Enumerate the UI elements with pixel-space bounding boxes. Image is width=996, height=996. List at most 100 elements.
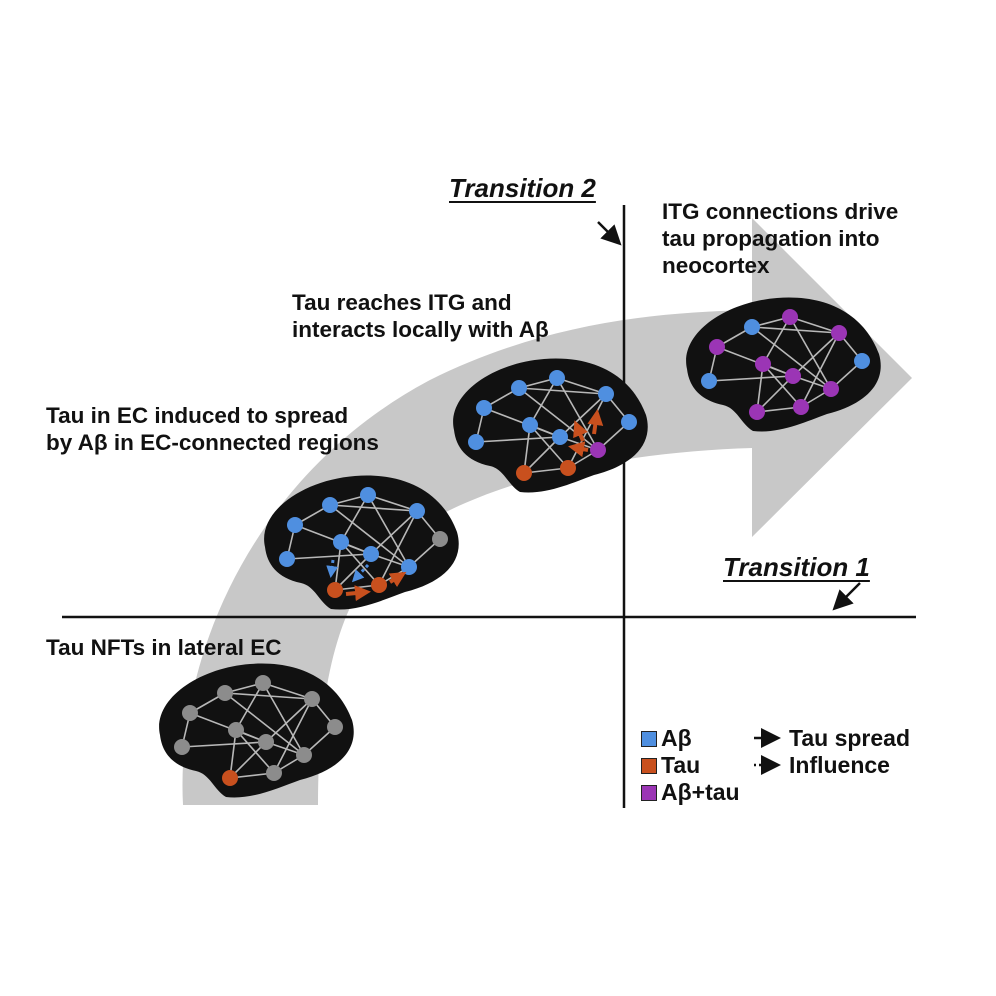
region-node-gray xyxy=(304,691,320,707)
connection-edge xyxy=(789,316,840,334)
legend-ab: Aβ xyxy=(661,725,692,751)
region-node-ab xyxy=(621,414,637,430)
region-node-gray xyxy=(432,531,448,547)
connection-edge xyxy=(378,510,418,586)
legend-influence: Influence xyxy=(789,752,890,778)
connection-edge xyxy=(708,375,794,382)
connection-edge xyxy=(286,553,372,560)
region-node-abtau xyxy=(590,442,606,458)
region-node-abtau xyxy=(782,309,798,325)
region-node-ab xyxy=(401,559,417,575)
region-node-ab xyxy=(279,551,295,567)
tau-spread-arrow xyxy=(573,420,588,442)
transition-1-label: Transition 1 xyxy=(723,552,870,582)
connection-edge xyxy=(329,504,418,512)
region-node-ab xyxy=(333,534,349,550)
connection-edge xyxy=(518,387,599,451)
brain-itg xyxy=(453,358,648,493)
region-node-gray xyxy=(182,705,198,721)
region-node-ab xyxy=(854,353,870,369)
connection-edge xyxy=(224,692,313,700)
connection-edge xyxy=(262,682,305,756)
region-node-gray xyxy=(174,739,190,755)
connection-edge xyxy=(475,436,561,443)
connection-edge xyxy=(751,326,832,390)
connection-edge xyxy=(559,393,607,438)
region-node-ab xyxy=(744,319,760,335)
region-node-gray xyxy=(266,765,282,781)
stage-4-line: tau propagation into xyxy=(662,226,880,251)
region-node-gray xyxy=(217,685,233,701)
region-node-ab xyxy=(552,429,568,445)
connection-edge xyxy=(529,377,558,426)
stage-4-label: ITG connections drive tau propagation in… xyxy=(662,198,898,279)
connection-edge xyxy=(789,316,832,390)
connection-edge xyxy=(265,698,313,743)
connection-edge xyxy=(762,316,791,365)
tau-spread-arrows xyxy=(345,409,604,602)
connection-edge xyxy=(229,741,267,779)
connection-edge xyxy=(751,326,840,334)
connection-edge xyxy=(518,387,607,395)
connection-edge xyxy=(367,494,410,568)
region-node-abtau xyxy=(785,368,801,384)
tau-swatch xyxy=(641,758,657,774)
connection-edge xyxy=(229,729,237,779)
legend-tau-spread: Tau spread xyxy=(789,725,910,751)
connection-edge xyxy=(556,377,607,395)
abtau-swatch xyxy=(641,785,657,801)
connection-edge xyxy=(340,541,380,586)
region-node-ab xyxy=(701,373,717,389)
region-node-gray xyxy=(296,747,312,763)
brain-neocortex xyxy=(686,297,881,432)
region-node-ab xyxy=(360,487,376,503)
stage-2-line: Tau in EC induced to spread xyxy=(46,403,349,428)
connection-edge xyxy=(523,436,561,474)
region-node-tau xyxy=(560,460,576,476)
transition-2-label: Transition 2 xyxy=(449,173,596,203)
region-node-ab xyxy=(322,497,338,513)
connection-edge xyxy=(262,682,313,700)
tau-spread-arrow xyxy=(587,409,604,435)
region-node-abtau xyxy=(823,381,839,397)
connection-edge xyxy=(273,698,313,774)
brain-lateral-ec xyxy=(159,663,354,798)
region-node-tau xyxy=(371,577,387,593)
region-node-ab xyxy=(522,417,538,433)
region-node-tau xyxy=(516,465,532,481)
connection-edge xyxy=(367,494,418,512)
stage-3-line: interacts locally with Aβ xyxy=(292,317,549,342)
region-node-ab xyxy=(598,386,614,402)
region-node-ab xyxy=(468,434,484,450)
connection-edge xyxy=(235,682,264,731)
region-node-ab xyxy=(409,503,425,519)
connection-edge xyxy=(800,332,840,408)
tau-spread-arrow xyxy=(568,441,589,458)
legend-tau: Tau xyxy=(661,752,701,778)
stage-3-label: Tau reaches ITG and interacts locally wi… xyxy=(292,289,549,343)
region-node-abtau xyxy=(755,356,771,372)
connection-edge xyxy=(756,375,794,413)
legend-abtau: Aβ+tau xyxy=(661,779,740,805)
stage-1-line: Tau NFTs in lateral EC xyxy=(46,635,282,660)
region-node-gray xyxy=(255,675,271,691)
region-node-gray xyxy=(258,734,274,750)
connection-edge xyxy=(329,504,410,568)
region-node-ab xyxy=(511,380,527,396)
connection-edge xyxy=(235,729,275,774)
stage-2-label: Tau in EC induced to spread by Aβ in EC-… xyxy=(46,402,379,456)
connection-edge xyxy=(756,363,764,413)
region-node-tau xyxy=(222,770,238,786)
tau-spread-arrow xyxy=(345,585,371,602)
connection-edge xyxy=(340,494,369,543)
brain-ec-spread xyxy=(264,475,459,610)
influence-arrows xyxy=(326,559,370,583)
region-node-abtau xyxy=(709,339,725,355)
connection-edge xyxy=(762,363,802,408)
stage-2-line: by Aβ in EC-connected regions xyxy=(46,430,379,455)
connection-edge xyxy=(792,332,840,377)
region-node-gray xyxy=(327,719,343,735)
connection-edge xyxy=(224,692,305,756)
stage-3-line: Tau reaches ITG and xyxy=(292,290,512,315)
